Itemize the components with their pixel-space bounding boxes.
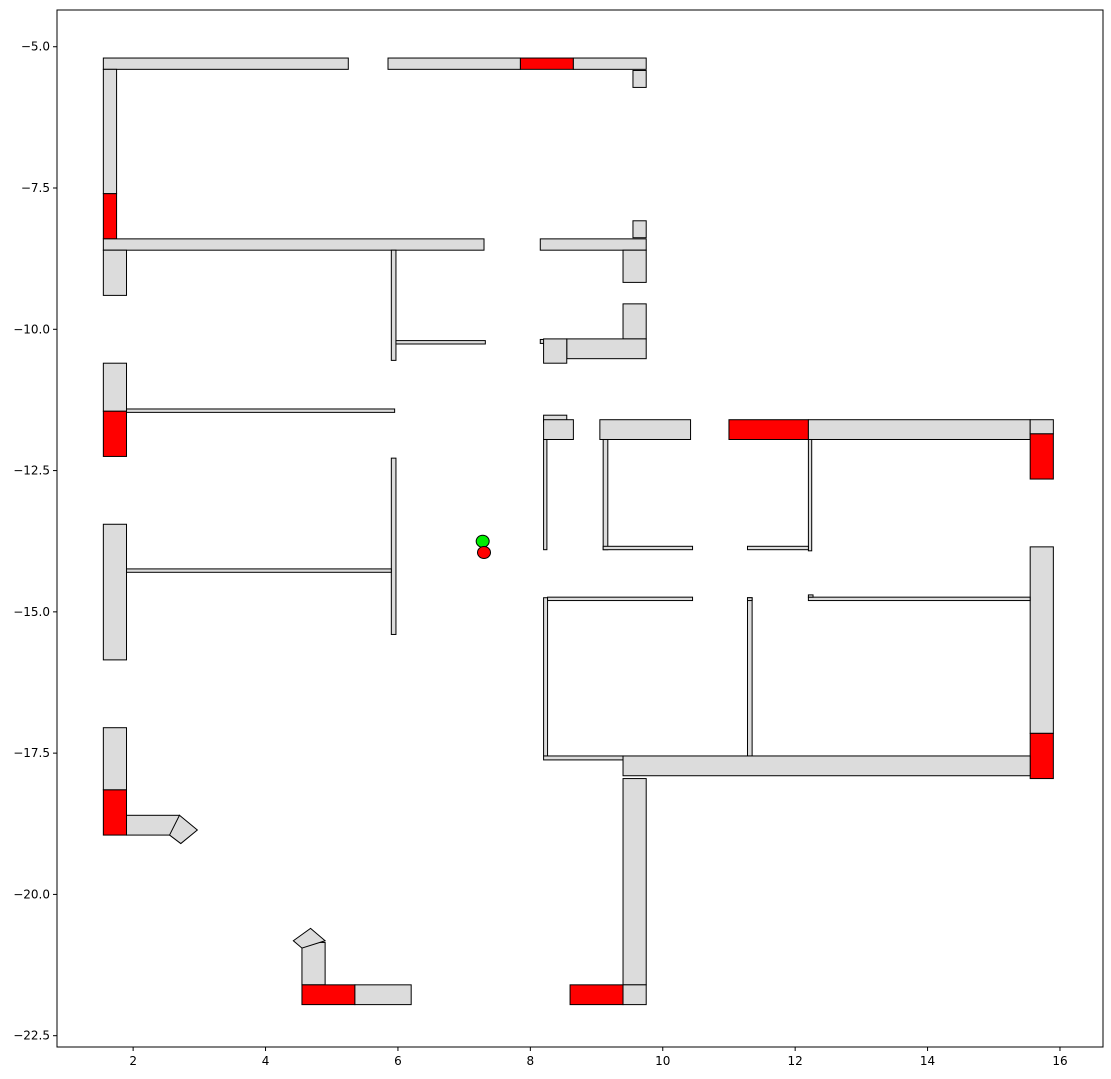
x-axis: 2 4 6 8 10 12 14 16: [129, 1047, 1068, 1068]
x-tick-label-4: 10: [655, 1054, 670, 1068]
obstacle-rect-0: [102, 57, 349, 70]
obstacle-rect-29: [602, 438, 609, 551]
y-tick-label-2: −10.0: [13, 322, 50, 336]
obstacle-rect-14: [622, 303, 647, 340]
obstacle-polygon-1: [292, 927, 327, 949]
y-tick-label-1: −7.5: [21, 181, 50, 195]
obstacle-rect-1: [387, 57, 521, 70]
x-tick-label-3: 8: [527, 1054, 535, 1068]
x-tick-label-0: 2: [129, 1054, 137, 1068]
highlight-rect-37: [1029, 732, 1054, 780]
y-tick-label-5: −17.5: [13, 746, 50, 760]
obstacle-rect-40: [746, 597, 753, 757]
x-tick-label-5: 12: [788, 1054, 803, 1068]
axes-frame: [56, 9, 1104, 1048]
obstacle-rect-5: [102, 68, 118, 195]
obstacle-rect-50: [301, 941, 326, 986]
y-tick-label-3: −12.5: [13, 464, 50, 478]
obstacle-rect-44: [543, 755, 624, 761]
obstacle-rect-13: [395, 340, 486, 345]
plot-background: [57, 10, 1103, 1047]
highlight-rect-27: [1029, 433, 1054, 480]
highlight-rect-53: [569, 984, 624, 1006]
obstacle-rect-28: [543, 438, 548, 551]
highlight-rect-51: [301, 984, 356, 1006]
obstacle-rect-36: [1029, 546, 1054, 734]
obstacle-rect-38: [543, 597, 549, 757]
obstacle-rect-12: [390, 249, 397, 361]
obstacle-rect-26: [1029, 419, 1054, 435]
highlight-rect-47: [102, 789, 128, 836]
highlight-rect-2: [519, 57, 574, 70]
highlight-rect-24: [728, 419, 809, 440]
obstacle-rect-46: [102, 727, 128, 791]
obstacle-rect-20: [126, 408, 396, 413]
x-tick-label-7: 16: [1052, 1054, 1067, 1068]
obstacle-rect-22: [543, 419, 574, 440]
y-axis: −5.0 −7.5 −10.0 −12.5 −15.0 −17.5 −20.0 −22.5: [13, 40, 57, 1043]
obstacle-rect-8: [102, 238, 485, 251]
y-tick-label-0: −5.0: [21, 40, 50, 54]
obstacle-rect-16: [566, 338, 647, 360]
obstacle-rect-45: [622, 755, 1031, 777]
y-tick-label-4: −15.0: [13, 605, 50, 619]
obstacle-rect-32: [746, 545, 809, 551]
obstacle-rect-30: [807, 438, 813, 552]
obstacle-rect-35: [126, 568, 392, 573]
marker-0: [475, 534, 490, 548]
obstacle-rect-10: [102, 249, 128, 296]
obstacle-rect-42: [807, 596, 1031, 602]
obstacle-rect-18: [102, 362, 128, 412]
obstacle-rect-17: [543, 338, 568, 364]
obstacle-rect-33: [390, 457, 397, 635]
y-tick-label-6: −20.0: [13, 887, 50, 901]
obstacle-rect-9: [539, 238, 647, 251]
obstacle-rect-34: [102, 523, 128, 661]
obstacle-rect-49: [622, 778, 647, 986]
obstacle-rect-23: [599, 419, 692, 440]
highlight-rect-6: [102, 193, 118, 240]
obstacle-rect-39: [547, 596, 694, 602]
obstacle-rect-54: [622, 984, 647, 1006]
obstacle-rect-11: [622, 249, 647, 283]
obstacle-rect-43: [807, 594, 814, 598]
obstacle-rect-4: [632, 69, 647, 88]
obstacle-layer: [102, 57, 1054, 1006]
y-tick-label-7: −22.5: [13, 1029, 50, 1043]
obstacle-rect-7: [632, 220, 647, 239]
highlight-rect-19: [102, 410, 128, 457]
obstacle-rect-41: [746, 597, 753, 602]
marker-layer: [475, 534, 492, 560]
x-tick-label-1: 4: [262, 1054, 270, 1068]
obstacle-rect-25: [807, 419, 1031, 440]
obstacle-rect-31: [602, 545, 694, 551]
obstacle-rect-3: [572, 57, 647, 70]
x-tick-label-2: 6: [394, 1054, 402, 1068]
x-tick-label-6: 14: [920, 1054, 935, 1068]
obstacle-polygon-0: [168, 814, 199, 845]
obstacle-rect-52: [354, 984, 412, 1006]
marker-1: [477, 546, 492, 560]
